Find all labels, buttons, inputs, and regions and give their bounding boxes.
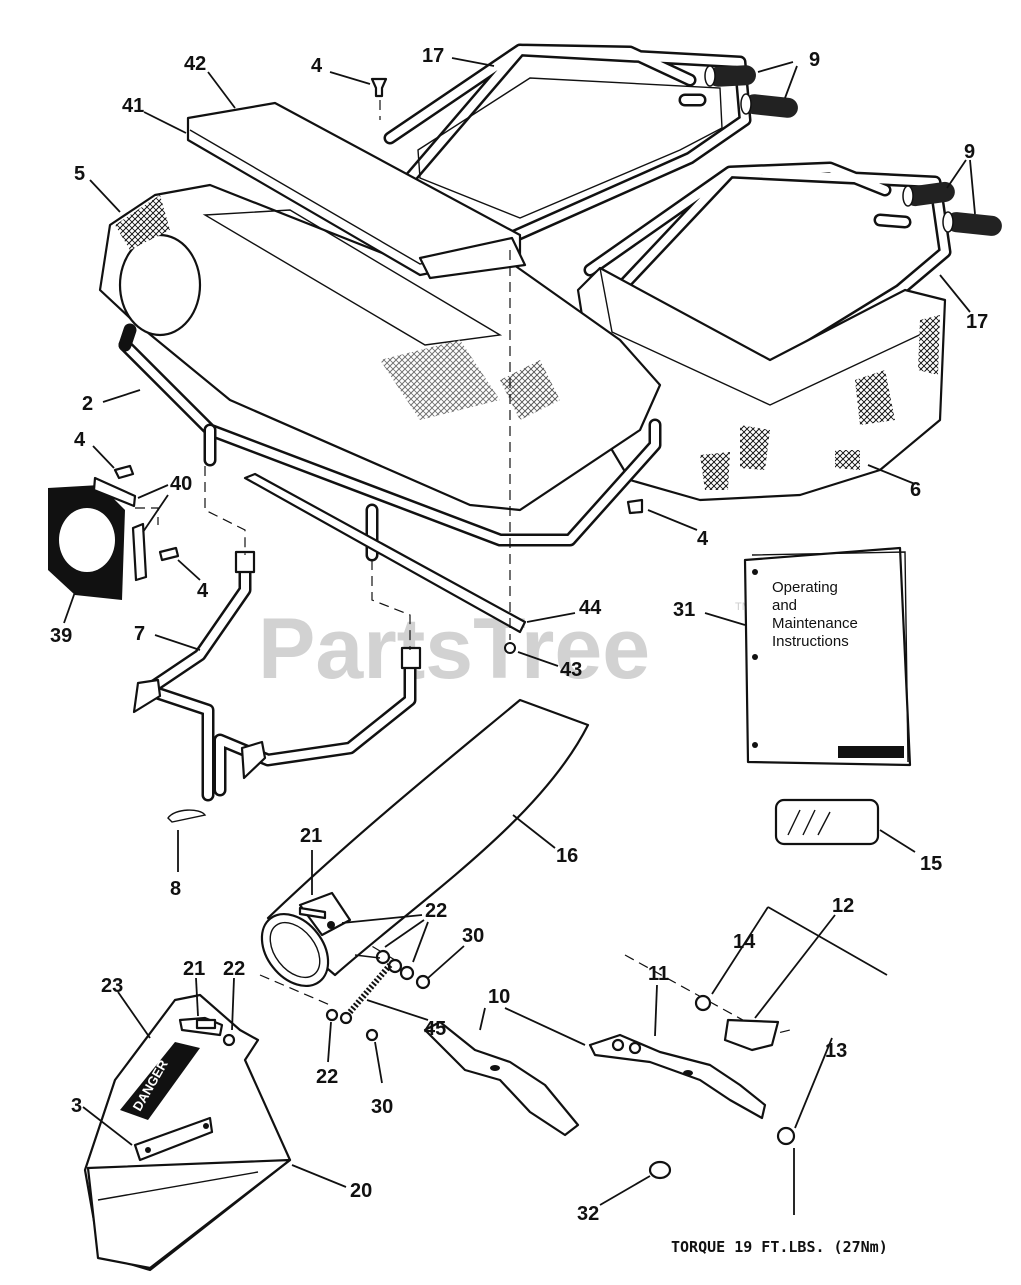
mower-blade-left <box>423 1020 580 1137</box>
callout-4: 4 <box>197 580 209 602</box>
handle-grips-upper <box>704 65 798 118</box>
callout-4: 4 <box>74 429 86 451</box>
bagger-hood <box>98 183 662 512</box>
callout-22: 22 <box>316 1066 338 1088</box>
blade-adapter <box>723 1018 780 1052</box>
callout-31: 31 <box>673 599 695 621</box>
manual-title-line4: Instructions <box>772 633 849 650</box>
manual-title-line3: Maintenance <box>772 615 858 632</box>
manual-title-line1: Operating <box>772 579 838 596</box>
callout-42: 42 <box>184 53 206 75</box>
callout-16: 16 <box>556 845 578 867</box>
manual-title-line2: and <box>772 597 797 614</box>
handle-grips-lower <box>902 181 1002 236</box>
hood-cover-plate <box>186 101 527 280</box>
blade-hub <box>648 1160 672 1180</box>
callout-12: 12 <box>832 895 854 917</box>
mounting-brackets <box>92 476 148 582</box>
callout-21: 21 <box>300 825 322 847</box>
callout-44: 44 <box>579 597 602 619</box>
fasteners-tube <box>325 949 431 1042</box>
callout-10: 10 <box>488 986 510 1008</box>
callout-14: 14 <box>733 931 756 953</box>
operators-manual: Operating and Maintenance Instructions <box>743 546 912 767</box>
blade-nut <box>694 994 712 1012</box>
callout-17: 17 <box>966 311 988 333</box>
callout-13: 13 <box>825 1040 847 1062</box>
callout-8: 8 <box>170 878 181 900</box>
callout-22: 22 <box>425 900 447 922</box>
callout-45: 45 <box>424 1018 446 1040</box>
reflector-plate <box>774 798 880 846</box>
torque-specification: TORQUE 19 FT.LBS. (27Nm) <box>671 1238 888 1256</box>
callout-17: 17 <box>422 45 444 67</box>
callout-20: 20 <box>350 1180 372 1202</box>
grass-bag <box>576 266 947 502</box>
callout-41: 41 <box>122 95 144 117</box>
callout-3: 3 <box>71 1095 82 1117</box>
callout-21: 21 <box>183 958 205 980</box>
support-bracket <box>132 550 422 802</box>
callout-15: 15 <box>920 853 942 875</box>
screws <box>113 77 644 562</box>
callout-22: 22 <box>223 958 245 980</box>
callout-4: 4 <box>697 528 709 550</box>
callout-2: 2 <box>82 393 93 415</box>
callout-5: 5 <box>74 163 85 185</box>
callout-30: 30 <box>462 925 484 947</box>
blade-bolt <box>776 1126 796 1146</box>
callout-43: 43 <box>560 659 582 681</box>
discharge-chute <box>83 993 292 1272</box>
callout-23: 23 <box>101 975 123 997</box>
callout-6: 6 <box>910 479 921 501</box>
callout-7: 7 <box>134 623 145 645</box>
callout-numbers: 42 41 4 17 9 9 5 17 2 4 40 6 4 4 39 7 44… <box>50 45 988 1225</box>
callout-9: 9 <box>809 49 820 71</box>
callout-4: 4 <box>311 55 323 77</box>
callout-9: 9 <box>964 141 975 163</box>
gasket-plate <box>48 485 125 600</box>
watermark-brand: PartsTree <box>258 601 650 697</box>
watermark: PartsTree TM <box>258 601 751 697</box>
discharge-tube <box>260 698 590 988</box>
callout-11: 11 <box>648 963 669 985</box>
retaining-strip <box>243 472 527 654</box>
callout-32: 32 <box>577 1203 599 1225</box>
mower-blade-right <box>588 1033 767 1120</box>
hairpin-clip <box>167 809 207 823</box>
callout-40: 40 <box>170 473 192 495</box>
callout-39: 39 <box>50 625 72 647</box>
leader-lines <box>63 57 976 1215</box>
callout-30: 30 <box>371 1096 393 1118</box>
